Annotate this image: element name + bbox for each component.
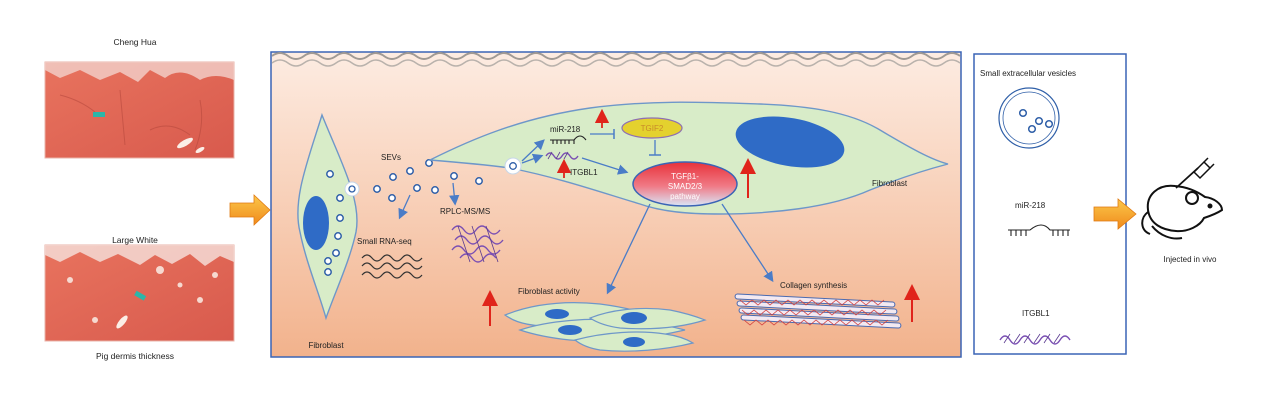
arrow-itgbl1-to-pathway bbox=[581, 157, 629, 175]
cheng-hua-tissue-image bbox=[44, 61, 235, 159]
arrow-to-itgbl1 bbox=[521, 153, 544, 164]
mir218-label: miR-218 bbox=[550, 125, 581, 134]
pathway-line-1: TGFβ1- bbox=[671, 172, 699, 181]
legend-itgbl1-label: ITGBL1 bbox=[1022, 309, 1050, 318]
itgbl1-helix-icon bbox=[545, 151, 579, 160]
flow-arrow-icon bbox=[229, 194, 271, 226]
pathway-line-3: pathway bbox=[670, 192, 700, 201]
collagen-fibers-icon bbox=[734, 293, 902, 329]
itgbl1-label: ITGBL1 bbox=[570, 168, 598, 177]
proliferating-fibroblasts-icon bbox=[503, 302, 707, 352]
main-mechanism-panel: Fibroblast SEVs Small RNA-seq RPLC-MS/MS bbox=[270, 51, 962, 358]
pathway-line-2: SMAD2/3 bbox=[668, 182, 703, 191]
rplc-label: RPLC-MS/MS bbox=[440, 207, 490, 216]
large-white-tissue-image bbox=[44, 244, 235, 342]
scale-marker-icon bbox=[134, 290, 147, 301]
small-rnaseq-label: Small RNA-seq bbox=[357, 237, 412, 246]
vesicles-label: Small extracellular vesicles bbox=[980, 69, 1076, 78]
fibroblast-activity-label: Fibroblast activity bbox=[518, 287, 580, 296]
arrow-to-fibroblast-activity bbox=[606, 203, 651, 295]
cheng-hua-label: Cheng Hua bbox=[113, 37, 156, 47]
recipient-fibroblast-cell bbox=[427, 101, 949, 215]
legend-mir218-label: miR-218 bbox=[1015, 201, 1046, 210]
mirna-hairpin-icon bbox=[550, 135, 587, 144]
nucleus-icon bbox=[303, 196, 329, 250]
sevs-label: SEVs bbox=[381, 153, 401, 162]
arrow-to-rnaseq bbox=[398, 194, 411, 220]
flow-arrow-icon bbox=[1093, 198, 1137, 230]
tgif2-node bbox=[621, 117, 683, 139]
pig-dermis-caption: Pig dermis thickness bbox=[96, 351, 174, 361]
nucleus-icon bbox=[735, 116, 845, 168]
sev-particles bbox=[373, 159, 483, 202]
donor-fibroblast-cell bbox=[297, 112, 360, 321]
protein-helix-icon bbox=[451, 225, 504, 263]
donor-fibroblast-label: Fibroblast bbox=[308, 341, 344, 350]
arrow-to-rplc bbox=[449, 182, 460, 206]
large-white-label: Large White bbox=[112, 235, 158, 245]
collagen-label: Collagen synthesis bbox=[780, 281, 847, 290]
left-tissue-panel: Cheng Hua Large White Pig dermis thickne… bbox=[44, 37, 235, 361]
membrane-wave-bottom bbox=[271, 59, 961, 67]
tgif2-label: TGIF2 bbox=[641, 124, 664, 133]
right-legend-panel: Small extracellular vesicles miR-218 ITG… bbox=[973, 53, 1127, 355]
legend-itgbl1-helix-icon bbox=[999, 333, 1071, 345]
tgfb-smad-pathway-node bbox=[632, 161, 738, 207]
arrow-to-collagen bbox=[721, 203, 774, 283]
membrane-wave-top bbox=[271, 52, 961, 60]
extracellular-vesicle-icon bbox=[998, 87, 1060, 149]
mouse-injection-icon bbox=[1141, 157, 1224, 240]
arrow-to-mir218 bbox=[521, 139, 545, 162]
scale-marker-icon bbox=[93, 112, 105, 117]
recipient-fibroblast-label: Fibroblast bbox=[872, 179, 908, 188]
rna-wave-icon bbox=[361, 254, 423, 279]
injected-in-vivo-label: Injected in vivo bbox=[1164, 255, 1217, 264]
legend-mirna-hairpin-icon bbox=[1008, 224, 1070, 236]
